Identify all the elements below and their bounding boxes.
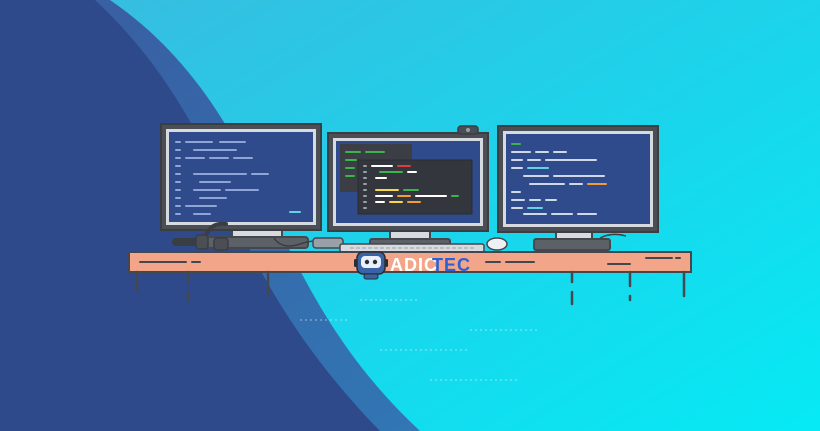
keyboard-left bbox=[312, 237, 344, 249]
desk-top bbox=[128, 251, 692, 273]
monitor-center bbox=[327, 125, 489, 249]
webcam-lens bbox=[466, 128, 470, 132]
code-lines-back bbox=[345, 151, 385, 177]
mouse-icon bbox=[486, 237, 508, 251]
monitor-left bbox=[160, 123, 322, 249]
code-window-front bbox=[357, 159, 473, 215]
headphones-icon bbox=[172, 221, 229, 251]
background-speckles bbox=[300, 299, 540, 381]
desk-legs bbox=[135, 270, 686, 306]
monitor-right-screen bbox=[506, 134, 650, 224]
monitor-right bbox=[497, 125, 659, 251]
robot-icon bbox=[354, 251, 388, 280]
code-lines-front bbox=[363, 165, 459, 209]
code-lines-left bbox=[175, 141, 269, 215]
code-lines-right bbox=[511, 143, 607, 215]
monitor-left-screen bbox=[169, 132, 313, 222]
desk bbox=[128, 251, 692, 306]
brand-text-primary: ADIC bbox=[390, 255, 438, 275]
monitor-right-base bbox=[533, 238, 611, 251]
brand-text-accent: TEC bbox=[432, 255, 471, 275]
desk-details bbox=[139, 257, 681, 265]
brand-logo: ADIC TEC bbox=[354, 251, 471, 280]
